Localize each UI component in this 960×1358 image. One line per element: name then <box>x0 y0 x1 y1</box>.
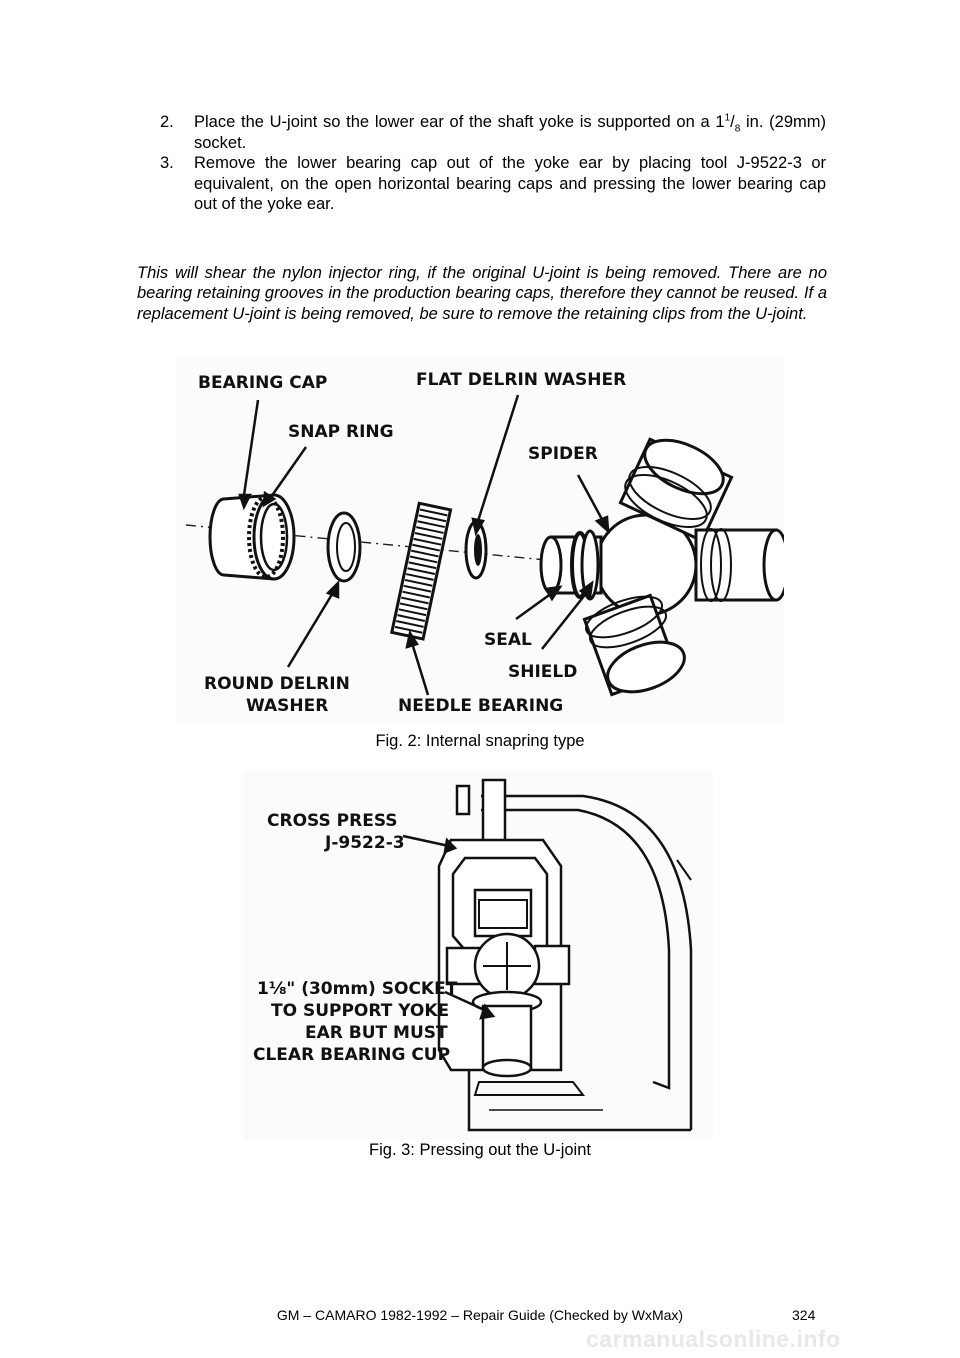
spider-drawing <box>539 437 784 697</box>
label-flat-delrin-washer: FLAT DELRIN WASHER <box>416 370 626 390</box>
figure-3-caption: Fig. 3: Pressing out the U-joint <box>369 1141 591 1159</box>
step-text-part: in. (29mm) socket. <box>194 113 826 152</box>
label-cross-press-line1: CROSS PRESS <box>267 811 398 831</box>
label-shield: SHIELD <box>508 662 577 682</box>
label-round-delrin-washer-line2: WASHER <box>246 696 328 716</box>
label-round-delrin-washer-line1: ROUND DELRIN <box>204 674 350 694</box>
figure-2-exploded-ujoint: BEARING CAP FLAT DELRIN WASHER SNAP RING… <box>176 355 784 723</box>
label-snap-ring: SNAP RING <box>288 422 394 442</box>
round-delrin-washer-drawing <box>326 511 362 583</box>
step-3: 3. Remove the lower bearing cap out of t… <box>160 153 826 215</box>
fraction-numerator: 1 <box>724 112 731 124</box>
label-spider: SPIDER <box>528 444 598 464</box>
instruction-steps: 2. Place the U-joint so the lower ear of… <box>160 112 826 215</box>
step-number: 2. <box>160 113 174 131</box>
label-socket-line1: 1⅛" (30mm) SOCKET <box>257 979 458 999</box>
flat-delrin-washer-drawing <box>464 520 488 580</box>
step-text-part: Place the U-joint so the lower ear of th… <box>194 113 725 131</box>
page-number: 324 <box>792 1307 816 1323</box>
watermark: carmanualsonline.info <box>586 1326 841 1352</box>
step-text: Remove the lower bearing cap out of the … <box>194 154 826 213</box>
label-seal: SEAL <box>484 630 532 650</box>
label-cross-press-line2: J-9522-3 <box>324 833 405 853</box>
needle-bearing-drawing <box>389 501 453 641</box>
label-bearing-cap: BEARING CAP <box>198 373 327 393</box>
figure-2-caption: Fig. 2: Internal snapring type <box>375 732 585 750</box>
fraction-denominator: 8 <box>734 123 741 135</box>
footer-title: GM – CAMARO 1982-1992 – Repair Guide (Ch… <box>276 1307 684 1323</box>
label-needle-bearing: NEEDLE BEARING <box>398 696 563 716</box>
yoke-assembly-drawing <box>437 838 571 1078</box>
step-2: 2. Place the U-joint so the lower ear of… <box>160 112 826 153</box>
press-frame-drawing <box>467 794 693 1132</box>
label-socket-line2: TO SUPPORT YOKE <box>271 1001 449 1021</box>
step-number: 3. <box>160 154 174 172</box>
step-text: Place the U-joint so the lower ear of th… <box>194 112 826 153</box>
fraction-slash: / <box>730 113 735 131</box>
figure-3-cross-press: CROSS PRESS J-9522-3 1⅛" (30mm) SOCKET T… <box>243 770 713 1140</box>
bearing-cap-drawing <box>208 493 296 581</box>
label-socket-line4: CLEAR BEARING CUP <box>253 1045 450 1065</box>
caution-note: This will shear the nylon injector ring,… <box>137 263 827 323</box>
label-socket-line3: EAR BUT MUST <box>305 1023 448 1043</box>
